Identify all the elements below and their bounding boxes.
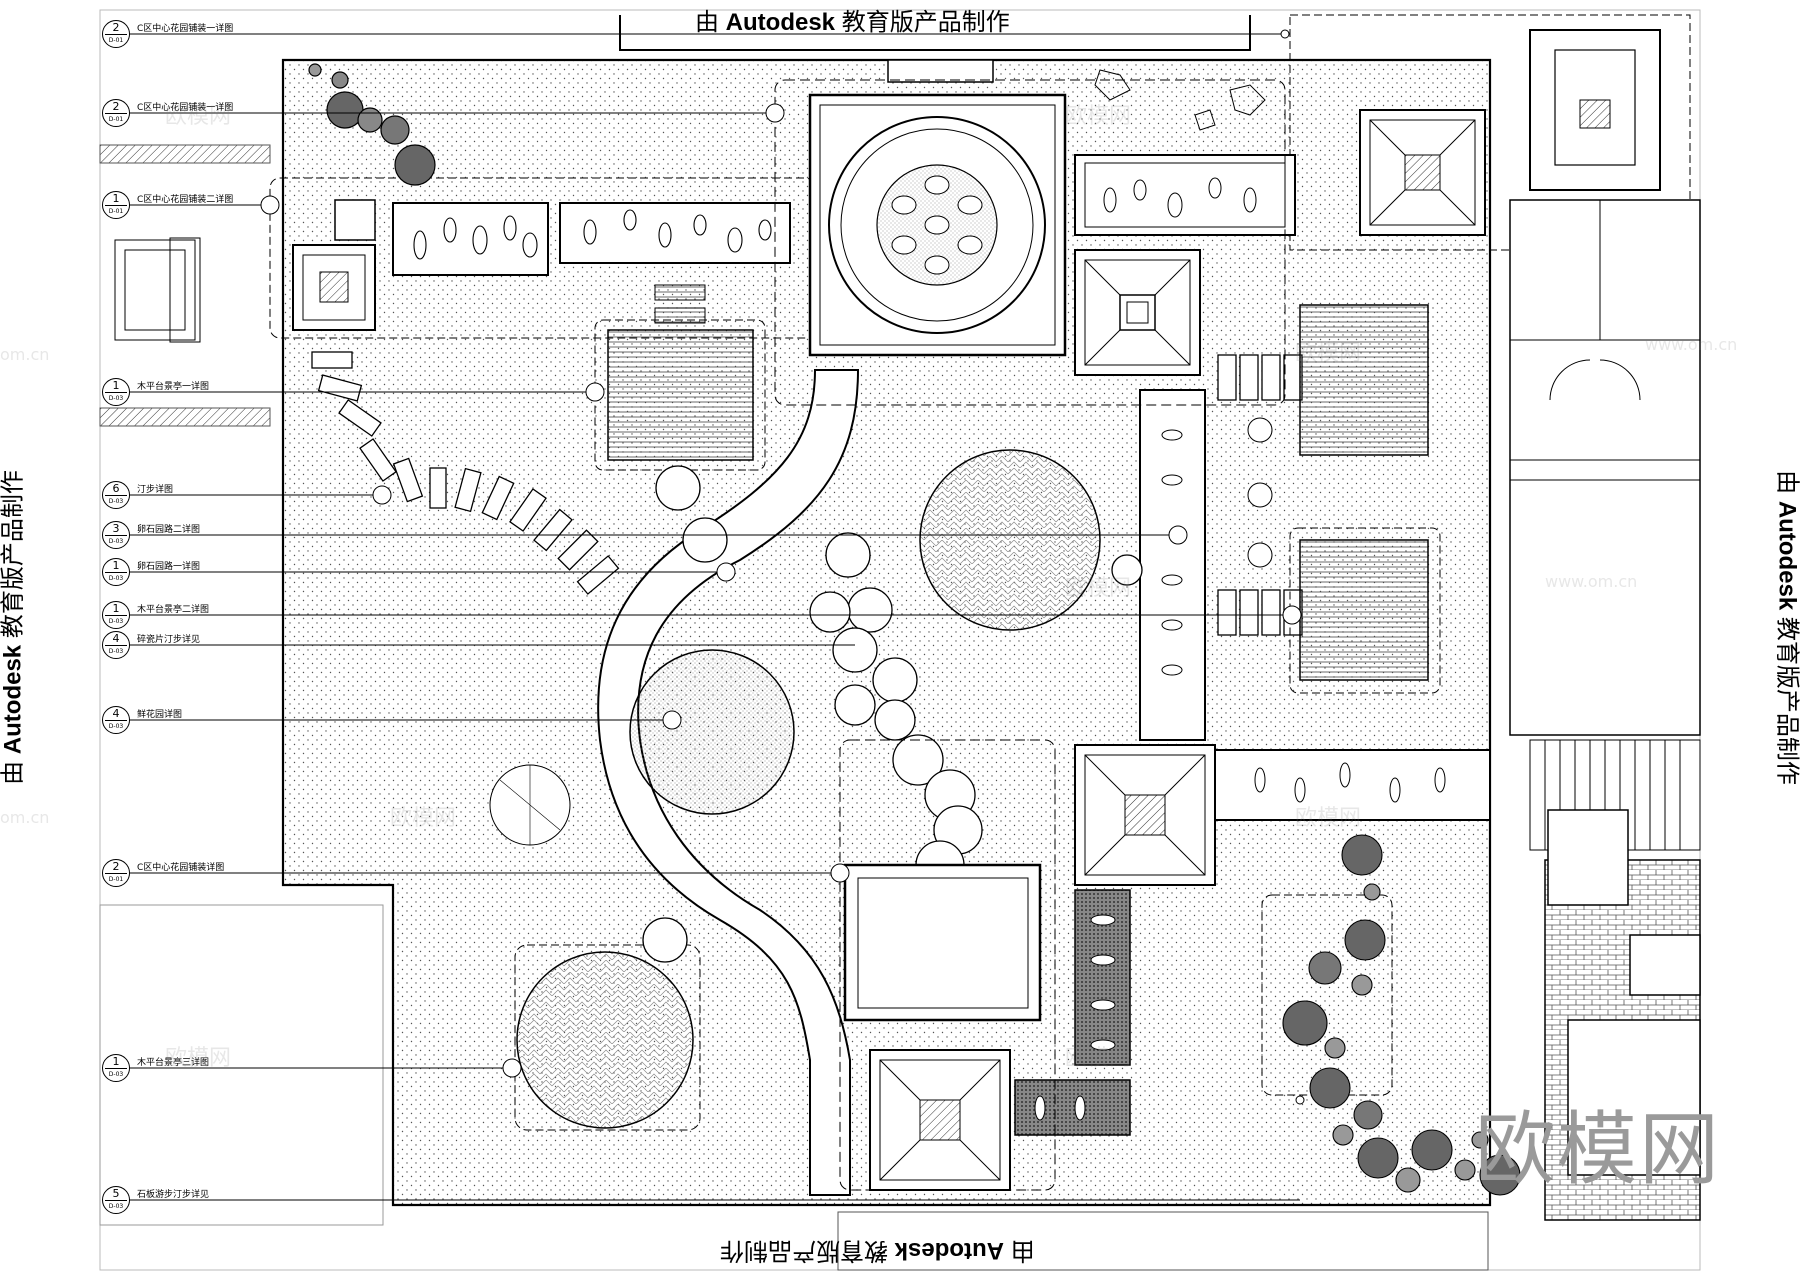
watermark-site: om.cn	[0, 808, 50, 827]
watermark-site: www.om.cn	[1545, 572, 1638, 591]
watermark-tile: 欧模网	[1295, 806, 1362, 831]
watermark-tile: 欧模网	[1065, 1046, 1132, 1071]
watermark-tile: 欧模网	[1295, 341, 1362, 366]
callout-label: C区中心花园铺装详图	[137, 863, 225, 873]
watermark-tile: 欧模网	[165, 1046, 232, 1071]
autodesk-stamp-right: 由 Autodesk 教育版产品制作	[1773, 470, 1800, 785]
callout-sheet: D-01	[108, 116, 124, 123]
callout-sheet: D-03	[108, 1071, 124, 1078]
callout-label: C区中心花园铺装二详图	[137, 195, 234, 205]
autodesk-stamp-bottom: 由 Autodesk 教育版产品制作	[720, 1237, 1035, 1264]
callout-sheet: D-01	[108, 37, 124, 44]
watermark-tile: 欧模网	[390, 806, 457, 831]
callout-label: 木平台景亭一详图	[137, 382, 210, 392]
callout-sheet: D-01	[108, 876, 124, 883]
callout-sheet: D-03	[108, 1203, 124, 1210]
callout-label: 鲜花园详图	[137, 710, 183, 720]
callout-sheet: D-03	[108, 618, 124, 625]
callout-sheet: D-03	[108, 538, 124, 545]
callout-number: 5	[112, 1187, 120, 1200]
callout-label: C区中心花园铺装一详图	[137, 24, 234, 34]
watermark-tile: 欧模网	[1065, 576, 1132, 601]
callout-label: 卵石园路一详图	[137, 562, 201, 572]
watermark-logo: 欧模网	[1475, 1103, 1721, 1196]
callout-label: 石板游步汀步详见	[137, 1190, 210, 1200]
callout-number: 3	[112, 522, 120, 535]
callout-sheet: D-03	[108, 395, 124, 402]
callout-number: 1	[112, 1055, 120, 1068]
callout-number: 4	[112, 632, 120, 645]
pavilion-bottom	[869, 1049, 1011, 1191]
serpentine-path	[597, 369, 860, 1196]
callout-number: 2	[112, 21, 120, 34]
callout-label: 汀步详图	[137, 485, 174, 495]
callout-number: 1	[112, 602, 120, 615]
callout-sheet: D-03	[108, 648, 124, 655]
callout-label: 木平台景亭三详图	[137, 1058, 210, 1068]
pavilion-upper	[1074, 249, 1201, 376]
callout-label: 木平台景亭二详图	[137, 605, 210, 615]
callout-label: 碎瓷片汀步详见	[137, 635, 201, 645]
watermark-site: www.om.cn	[1645, 335, 1738, 354]
callout-number: 1	[112, 559, 120, 572]
callout-label: 卵石园路二详图	[137, 525, 201, 535]
callout-number: 2	[112, 860, 120, 873]
callout-number: 1	[112, 379, 120, 392]
callout-label: C区中心花园铺装一详图	[137, 103, 234, 113]
callout-number: 6	[112, 482, 120, 495]
callout-sheet: D-03	[108, 498, 124, 505]
callout-number: 4	[112, 707, 120, 720]
watermark-tile: 欧模网	[1065, 104, 1132, 129]
callout-number: 1	[112, 192, 120, 205]
watermark-tile: 欧模网	[165, 104, 232, 129]
callout-sheet: D-03	[108, 723, 124, 730]
callout-sheet: D-03	[108, 575, 124, 582]
pavilion-mid	[1074, 744, 1216, 886]
callout-sheet: D-01	[108, 208, 124, 215]
autodesk-stamp-left: 由 Autodesk 教育版产品制作	[0, 470, 27, 785]
pavilion-top-right	[1359, 109, 1486, 236]
autodesk-stamp-top: 由 Autodesk 教育版产品制作	[695, 9, 1010, 36]
callout-leaders	[115, 29, 1305, 1201]
watermark-site: om.cn	[0, 345, 50, 364]
callout-number: 2	[112, 100, 120, 113]
